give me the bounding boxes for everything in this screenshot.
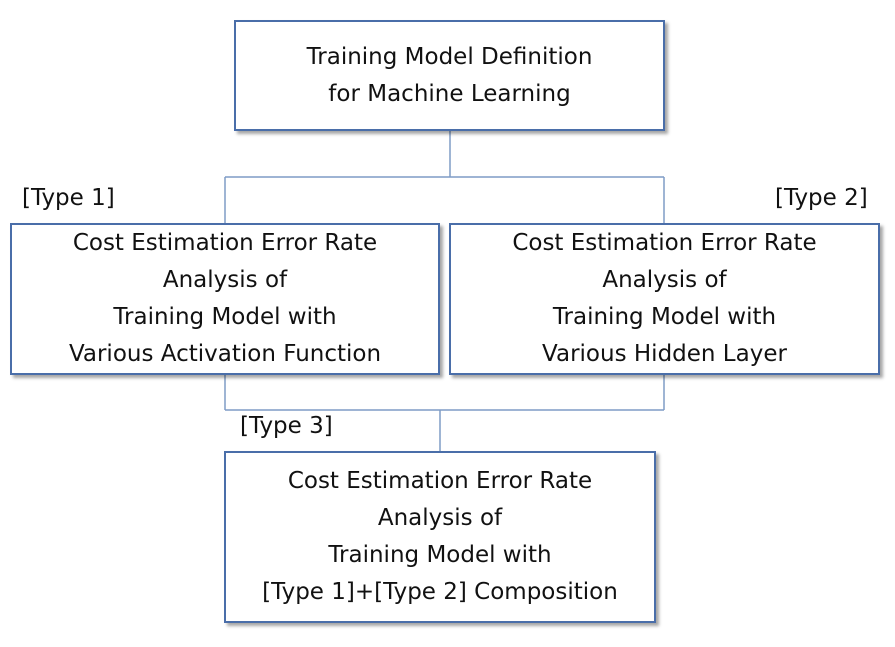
type3-box: Cost Estimation Error Rate Analysis of T… [224,451,656,623]
type3-tag: [Type 3] [240,413,333,439]
type1-box: Cost Estimation Error Rate Analysis of T… [10,223,440,375]
root-box: Training Model Definition for Machine Le… [234,20,665,131]
root-line-1: Training Model Definition [306,43,593,70]
type2-line-1: Cost Estimation Error Rate [512,230,817,256]
type2-line-4: Various Hidden Layer [542,341,787,367]
type2-line-3: Training Model with [552,304,777,330]
type2-box: Cost Estimation Error Rate Analysis of T… [449,223,880,375]
type2-line-2: Analysis of [602,267,727,293]
type3-line-1: Cost Estimation Error Rate [287,468,593,494]
type3-line-2: Analysis of [377,505,503,531]
type2-tag: [Type 2] [775,185,868,211]
type1-line-4: Various Activation Function [68,341,382,367]
type1-line-2: Analysis of [162,267,288,293]
type3-line-3: Training Model with [328,542,552,568]
type1-line-1: Cost Estimation Error Rate [72,230,378,256]
type1-tag: [Type 1] [22,185,115,211]
type1-line-3: Training Model with [113,304,337,330]
root-line-2: for Machine Learning [328,80,571,107]
type3-line-4: [Type 1]+[Type 2] Composition [262,579,618,605]
